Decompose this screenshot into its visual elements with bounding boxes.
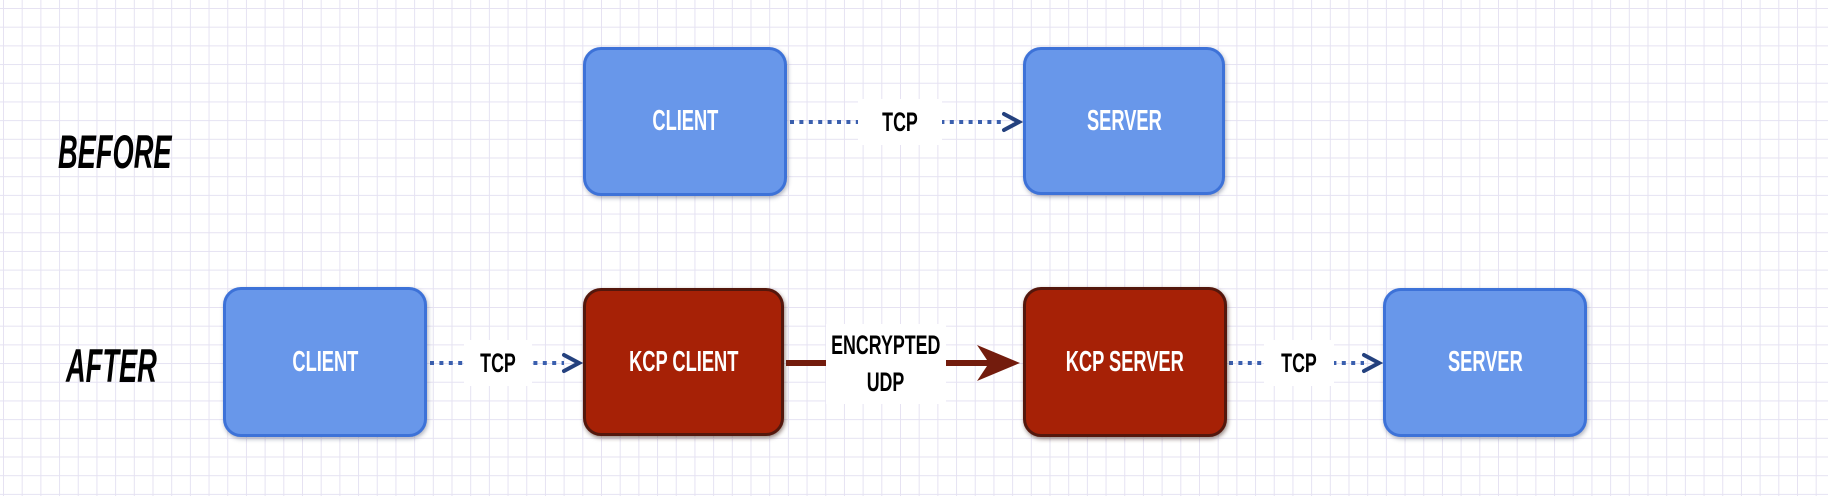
client-node-before: CLIENT bbox=[583, 47, 787, 196]
tcp-label-after-right: TCP bbox=[1264, 340, 1334, 386]
node-label: SERVER bbox=[1447, 346, 1523, 378]
tcp-label-after-left: TCP bbox=[464, 340, 532, 386]
encrypted-udp-label: ENCRYPTED UDP bbox=[826, 324, 946, 404]
tcp-arrowhead-icon bbox=[562, 353, 584, 373]
tcp-arrowhead-icon bbox=[1362, 353, 1384, 373]
udp-arrowhead-icon bbox=[977, 345, 1020, 381]
before-row-label: BEFORE bbox=[58, 125, 172, 178]
after-row-label: AFTER bbox=[66, 339, 157, 392]
encrypted-udp-line1: ENCRYPTED bbox=[831, 330, 941, 360]
tcp-label-text: TCP bbox=[1281, 347, 1317, 378]
tcp-arrowhead-icon bbox=[1002, 112, 1024, 132]
server-node-after: SERVER bbox=[1383, 288, 1587, 437]
node-label: KCP SERVER bbox=[1065, 345, 1185, 378]
node-label: KCP CLIENT bbox=[628, 345, 739, 378]
kcp-server-node: KCP SERVER bbox=[1023, 287, 1227, 437]
encrypted-udp-line2: UDP bbox=[867, 367, 905, 397]
tcp-label-before: TCP bbox=[858, 99, 942, 145]
tcp-label-text: TCP bbox=[480, 347, 516, 378]
kcp-client-node: KCP CLIENT bbox=[583, 288, 784, 436]
node-label: CLIENT bbox=[652, 105, 718, 137]
node-label: CLIENT bbox=[292, 345, 358, 378]
node-label: SERVER bbox=[1086, 104, 1162, 137]
client-node-after: CLIENT bbox=[223, 287, 427, 437]
tcp-label-text: TCP bbox=[882, 106, 918, 137]
server-node-before: SERVER bbox=[1023, 47, 1225, 195]
